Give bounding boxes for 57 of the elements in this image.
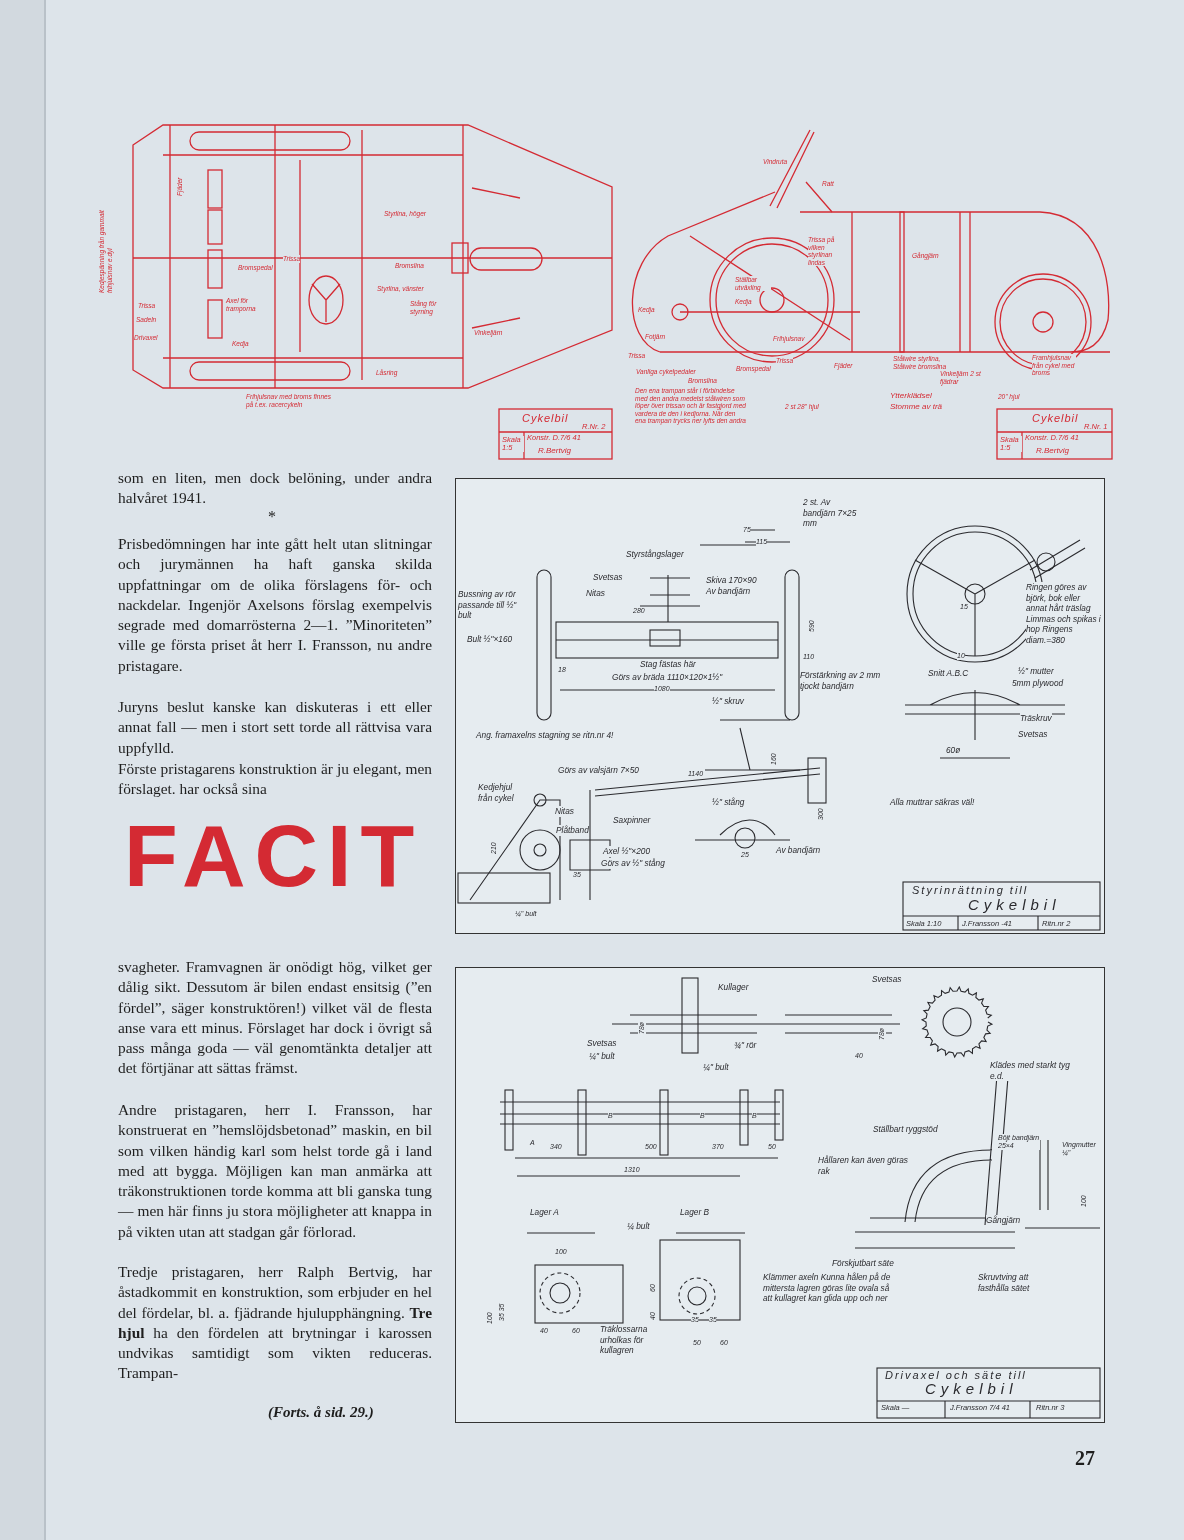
title-block-text: Cykelbil: [1032, 412, 1079, 424]
drawing-label: Ang. framaxelns stagning se ritn.nr 4!: [476, 730, 614, 741]
drawing-label: Ställbart ryggstöd: [873, 1124, 938, 1135]
drawing-label: Kullager: [718, 982, 749, 993]
drawing-label: Nitas: [555, 806, 574, 817]
drawing-label: R.Bertvig: [1036, 446, 1069, 455]
paragraph: Tredje pristagaren, herr Ralph Bertvig, har åstadkommit en konstruktion, som erbjuder en hel del fördelar, bl. a. fjädrande hjulupphängning. Tre hjul ha den fördelen att brytningar i karossen undvikas samtidigt som vikten reduceras. Trampan-: [118, 1262, 432, 1384]
drawing-label: Saxpinner: [613, 815, 651, 826]
drawing-label: Gångjärn: [986, 1215, 1021, 1226]
continuation-note: (Forts. å sid. 29.): [268, 1404, 374, 1421]
drawing-label: Lager A: [530, 1207, 559, 1218]
drawing-label: Plåtband: [556, 825, 589, 836]
drawing-label: Nitas: [586, 588, 605, 599]
drawing-label: Träskruv: [1020, 713, 1052, 724]
drawing-label: ¼" bult: [589, 1051, 615, 1062]
drawing-label: Svetsas: [587, 1038, 617, 1049]
drawing-label: Axel ½"×200: [603, 846, 650, 857]
paragraph: svagheter. Framvagnen är onödigt hög, vilket ger dålig sikt. Dessutom är bilen endast ensitsig (”en fördel”, säger konstruktören!) vilket väl de flesta anse vara ett minus. Förslaget har dock i övrigt så pass många goda — väl genomtänkta detaljer att det förtjänar att sättas främst.: [118, 957, 432, 1079]
drawing-label: R.Bertvig: [538, 446, 571, 455]
drawing-label: Svetsas: [593, 572, 623, 583]
drawing-label: Bussning av rör passande till ½" bult: [458, 589, 520, 621]
headline: FACIT: [124, 812, 424, 900]
drawing-label: ½" stång: [712, 797, 745, 808]
drawing-label: ¾" rör: [734, 1040, 757, 1051]
drawing-label: Görs av bräda 1110×120×1½": [612, 672, 723, 683]
page-number: 27: [1075, 1447, 1095, 1470]
paragraph: Juryns beslut kanske kan diskuteras i ett eller annat fall — men i stort sett torde all rättvisa vara uppfylld.: [118, 697, 432, 758]
drawing-label: Förskjutbart säte: [832, 1258, 894, 1269]
drawing-label: Stag fästas här: [640, 659, 696, 670]
paragraph: Förste pristagarens konstruktion är ju elegant, men förslaget. har också sina: [118, 759, 432, 800]
drawing-label: Svetsas: [872, 974, 902, 985]
paragraph: som en liten, men dock belöning, under andra halvåret 1941.: [118, 468, 432, 509]
drawing-label: Ringen göres av björk, bok eller annat hårt träslag Limmas och spikas i hop Ringens diam.=380: [1026, 582, 1102, 645]
drawing-label: Görs av ½" stång: [601, 858, 665, 869]
drawing-label: Lager B: [680, 1207, 710, 1218]
drawing-label: ¼ bult: [627, 1221, 650, 1232]
drawing-label: ½" skruv: [712, 696, 744, 707]
drawing-label: 5mm plywood: [1012, 678, 1064, 689]
drawing-label: Alla muttrar säkras väl!: [890, 797, 975, 808]
drawing-label: 60ø: [946, 745, 961, 756]
drawing-label: Stomme av trä: [890, 402, 942, 411]
drawing-label: Görs av valsjärn 7×50: [558, 765, 639, 776]
paragraph: Prisbedömningen har inte gått helt utan slitningar och jurymännen ha haft ganska skilda uppfattningar om de olika förslagens för- och nackdelar. Ingenjör Axelsons förslag exempelvis segrade med domarrösterna 2—1. ”Minoriteten” ville ge första priset åt herr I. Fransson, nu andre pristagare.: [118, 534, 432, 676]
drawing-label: Snitt A.B.C: [928, 668, 969, 679]
title-block-text: Styrinrättning till: [912, 884, 1029, 896]
paragraph: Andre pristagaren, herr I. Fransson, har konstruerat en ”hemslöjdsbetonad” maskin, en bil som vilken händig karl som helst torde gå i land med att bygga. Möjligen kan man anmärka att träkonstruktionen torde komma att bli ganska tung — men här finns ju stora möjligheter att knappa in på vikten utan att stadgan går förlorad.: [118, 1100, 432, 1242]
drawing-label: Styrstångslager: [626, 549, 684, 560]
drawing-label: Svetsas: [1018, 729, 1048, 740]
drawing-label: Ytterklädsel: [890, 391, 932, 400]
separator-asterisk: *: [268, 508, 276, 526]
drawing-label: Av bandjärn: [776, 845, 821, 856]
title-block-text: Cykelbil: [522, 412, 569, 424]
drawing-label: ½" mutter: [1018, 666, 1054, 677]
drawing-label: Bult ½"×160: [467, 634, 513, 645]
drawing-label: ¼" bult: [703, 1062, 729, 1073]
title-block-text: Drivaxel och säte till: [885, 1369, 1027, 1381]
drawing-label: Klädes med starkt tyg e.d.: [990, 1060, 1070, 1081]
